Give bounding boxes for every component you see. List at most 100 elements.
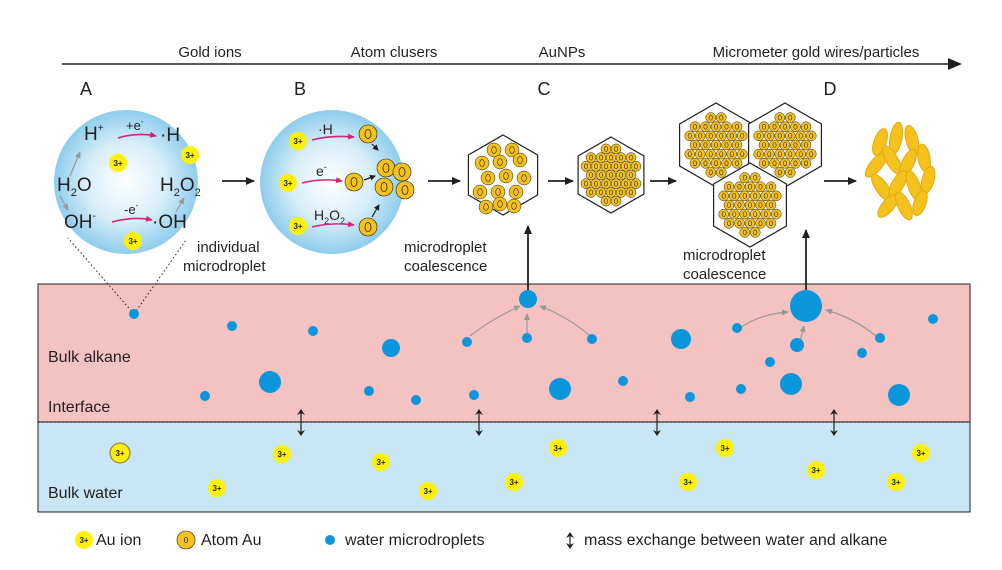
legend-au-ion-label: Au ion	[96, 532, 141, 549]
au-atom	[800, 158, 812, 169]
au-atom	[744, 181, 756, 192]
au-atom	[785, 148, 796, 160]
au-atom	[760, 208, 771, 220]
au-atom	[726, 148, 737, 160]
svg-text:3+: 3+	[115, 449, 124, 458]
water-microdroplets	[129, 290, 938, 406]
water-microdroplet	[790, 338, 804, 352]
au-atom	[512, 152, 528, 168]
au-atom	[705, 112, 716, 123]
au-atom	[785, 167, 796, 178]
au-atom	[734, 199, 745, 211]
water-microdroplet	[888, 384, 910, 406]
coalescence-2-line2: coalescence	[683, 266, 766, 283]
au-atom	[774, 148, 785, 160]
aggregation-arrow-icon	[371, 143, 379, 151]
au-atom	[705, 148, 716, 160]
au-atom	[492, 196, 508, 212]
au-ion: 3+	[109, 442, 131, 464]
au-atom	[695, 130, 706, 142]
au-atom	[700, 121, 711, 132]
timeline-arrowhead-icon	[948, 58, 962, 70]
au-ion: 3+	[109, 154, 127, 172]
legend-microdroplets-label: water microdroplets	[344, 532, 485, 549]
au-atom	[710, 158, 722, 169]
au-atom	[755, 181, 766, 192]
au-atom	[779, 139, 791, 151]
au-atom	[600, 143, 612, 155]
au-atom	[625, 152, 637, 163]
au-atom	[750, 227, 761, 238]
au-atom	[779, 158, 791, 169]
au-atom	[620, 161, 632, 172]
au-atom	[610, 161, 622, 172]
au-atom	[516, 170, 532, 186]
au-atom	[716, 130, 727, 142]
au-atom	[750, 190, 761, 202]
svg-text:3+: 3+	[811, 466, 820, 475]
au-atom	[729, 208, 740, 220]
au-atom	[790, 158, 801, 169]
au-atom	[750, 172, 761, 183]
au-atom	[595, 152, 607, 163]
au-atom	[600, 195, 612, 207]
mass-exchange-arrow-icon	[297, 409, 305, 436]
water-microdroplet	[857, 348, 867, 358]
legend-mass-exchange: mass exchange between water and alkane	[566, 532, 887, 549]
au-atom	[755, 199, 766, 211]
svg-text:3+: 3+	[185, 151, 194, 160]
hydrogen-peroxide: H2O2	[160, 175, 201, 199]
hydrogen-peroxide: H2O2	[314, 207, 345, 226]
aggregation-arrow-icon	[363, 174, 376, 181]
au-atom	[739, 172, 750, 183]
oxidation-arrow-icon	[111, 215, 153, 223]
water-microdroplet	[765, 357, 775, 367]
au-ion: 3+	[372, 453, 390, 471]
au-atom	[695, 148, 706, 160]
au-atom	[630, 178, 642, 189]
au-atom	[504, 142, 520, 158]
au-atom	[700, 139, 711, 151]
water-microdroplet	[519, 290, 537, 308]
au-atom	[610, 195, 622, 207]
au-atom-icon	[176, 530, 196, 550]
au-atom	[615, 187, 627, 198]
water-microdroplet	[200, 391, 210, 401]
legend-mass-exchange-label: mass exchange between water and alkane	[584, 532, 887, 549]
au-ion: 3+	[912, 444, 930, 462]
mass-exchange-arrow-icon	[830, 409, 838, 436]
au-ion: 3+	[716, 439, 734, 457]
au-atom	[474, 155, 490, 171]
au-atom	[710, 121, 722, 132]
stage-atom-clusters: Atom clusers	[351, 44, 438, 61]
au-atom	[600, 161, 612, 172]
au-atom	[705, 130, 716, 142]
legend-atom-au-label: Atom Au	[201, 532, 261, 549]
au-atom	[723, 199, 735, 211]
svg-text:3+: 3+	[212, 484, 221, 493]
svg-text:3+: 3+	[113, 159, 122, 168]
au-atom	[625, 187, 637, 198]
au-atom	[739, 190, 750, 202]
au-atom	[508, 184, 524, 200]
water-microdroplet	[462, 337, 472, 347]
au-atom	[744, 199, 756, 211]
au-atom	[758, 139, 770, 151]
au-ion: 3+	[273, 445, 291, 463]
au-atom	[684, 148, 695, 160]
au-ion: 3+	[807, 461, 825, 479]
au-atom	[585, 169, 597, 181]
au-atom	[580, 178, 592, 189]
panel-a-microdroplet: H+ +e- ·H 3+ 3+ 3+ H2O H2O2 OH- -e- ·OH	[54, 110, 201, 254]
au-atom	[774, 112, 785, 123]
au-atom	[795, 130, 806, 142]
au-atom	[620, 178, 632, 189]
au-atom	[790, 121, 801, 132]
au-atom	[721, 158, 732, 169]
svg-text:3+: 3+	[891, 478, 900, 487]
au-atom	[723, 181, 735, 192]
au-atom	[700, 158, 711, 169]
au-atom	[769, 139, 780, 151]
au-atom	[610, 178, 622, 189]
au-atom	[739, 208, 750, 220]
